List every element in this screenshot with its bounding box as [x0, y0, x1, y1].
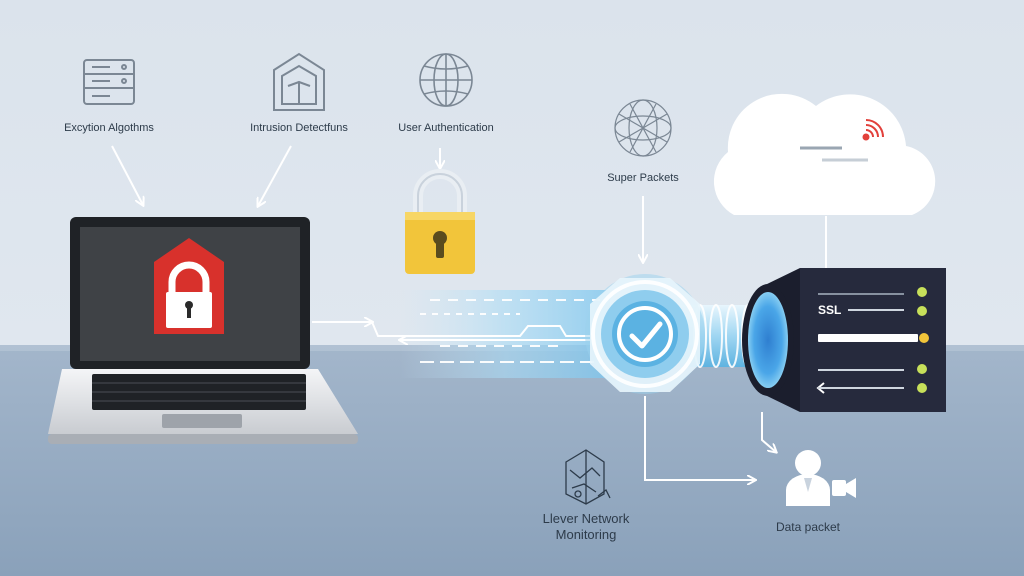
ssl-label: SSL	[818, 303, 841, 317]
server-rack-icon	[83, 59, 135, 105]
yellow-lock-icon	[405, 169, 475, 274]
indicator-1	[917, 287, 927, 297]
network-sphere-icon	[614, 99, 672, 157]
globe-icon	[419, 53, 473, 107]
lower-connectors	[644, 396, 776, 480]
label-arrows	[111, 145, 643, 262]
label-monitoring-line2: Monitoring	[556, 527, 617, 542]
map-icon	[565, 449, 611, 505]
video-camera-icon	[832, 478, 856, 498]
ssl-server: SSL	[742, 268, 946, 412]
indicator-2	[917, 306, 927, 316]
verification-hub	[585, 274, 705, 394]
label-encryption: Excytion Algothms	[64, 122, 154, 134]
checkmark-icon	[629, 321, 663, 349]
label-intrusion: Intrusion Detectfuns	[250, 122, 348, 134]
label-monitoring-line1: Llever Network	[543, 511, 630, 526]
label-packets: Super Packets	[607, 172, 679, 184]
indicator-3	[919, 333, 929, 343]
wireless-signal-icon	[862, 119, 884, 141]
laptop-connectors	[312, 322, 590, 340]
shield-book-icon	[273, 52, 325, 111]
label-auth: User Authentication	[398, 122, 493, 134]
red-lock-icon	[154, 238, 224, 334]
cloud	[713, 93, 936, 215]
trackpad	[162, 414, 242, 428]
user-avatar-icon	[786, 450, 830, 506]
label-data-packet: Data packet	[776, 520, 841, 534]
laptop	[48, 217, 358, 444]
indicator-5	[917, 383, 927, 393]
beam-dashes	[420, 299, 600, 363]
indicator-4	[917, 364, 927, 374]
server-lens	[748, 292, 788, 388]
data-beam	[400, 290, 610, 378]
